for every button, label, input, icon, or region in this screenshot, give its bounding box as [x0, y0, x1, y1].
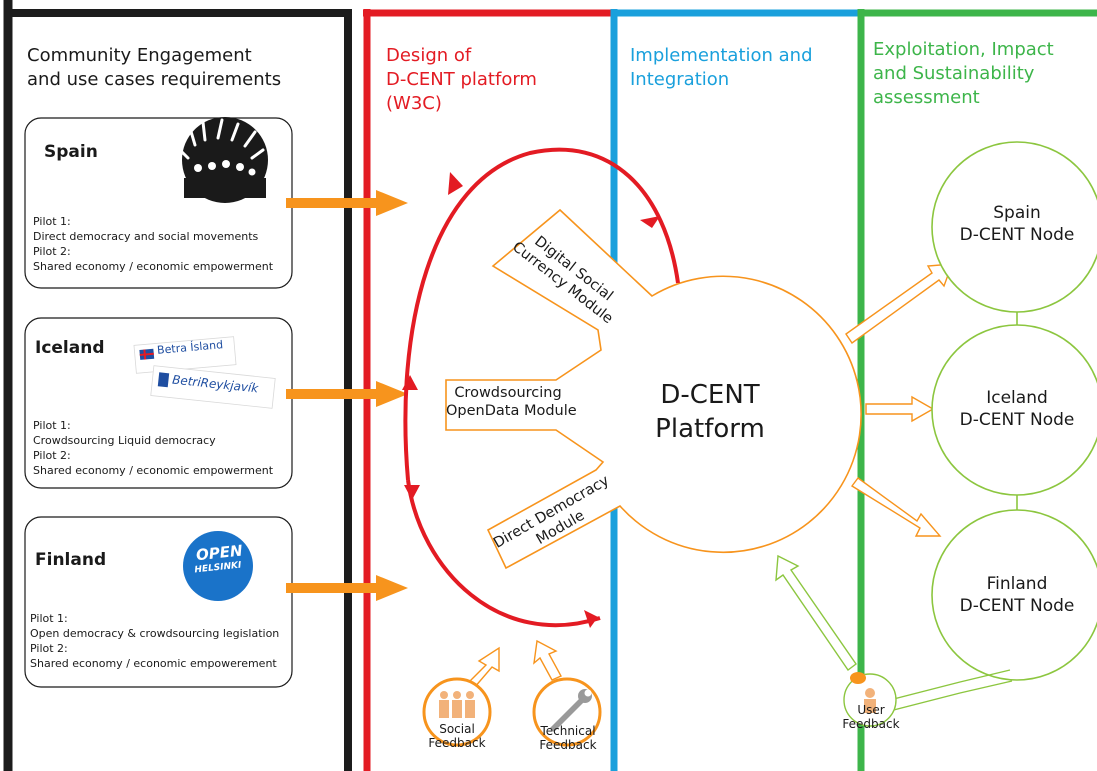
community-header-line-2: and use cases requirements: [27, 69, 282, 90]
iceland-card-title: Iceland: [35, 338, 105, 358]
spain-node-label: Spain D-CENT Node: [932, 202, 1097, 246]
platform-title: D-CENT Platform: [650, 378, 770, 446]
technical-feedback-line-1: Technical: [540, 724, 596, 738]
finland-node-label: Finland D-CENT Node: [932, 573, 1097, 617]
iceland-line-1: Pilot 1:: [33, 419, 71, 432]
exploitation-column-frame: [857, 9, 1097, 771]
iceland-line-3: Pilot 2:: [33, 449, 71, 462]
user-feedback-line-1: User: [857, 703, 885, 717]
finland-card-title: Finland: [35, 550, 107, 570]
user-feedback-line-2: Feedback: [842, 717, 900, 731]
technical-feedback-line-2: Feedback: [539, 738, 597, 752]
finland-card-description: Pilot 1: Open democracy & crowdsourcing …: [30, 611, 279, 671]
crowd-logo-icon: [178, 117, 268, 203]
social-feedback-line-2: Feedback: [428, 736, 486, 750]
design-cycle-arrowheads: [402, 172, 660, 628]
technical-feedback-label: Technical Feedback: [528, 724, 608, 752]
exploitation-header-line-1: Exploitation, Impact: [873, 39, 1054, 60]
iceland-node-line-2: D-CENT Node: [959, 410, 1075, 430]
exploitation-header-line-3: assessment: [873, 87, 980, 108]
platform-title-line-2: Platform: [655, 414, 765, 444]
finland-line-2: Open democracy & crowdsourcing legislati…: [30, 627, 280, 640]
social-feedback-icon: [422, 646, 500, 747]
design-header-line-2: D-CENT platform: [386, 69, 537, 90]
user-feedback-label: User Feedback: [836, 703, 906, 731]
spain-line-1: Pilot 1:: [33, 215, 71, 228]
iceland-node-line-1: Iceland: [986, 388, 1048, 408]
finland-line-3: Pilot 2:: [30, 642, 68, 655]
finland-line-4: Shared economy / economic empowerement: [30, 657, 277, 670]
user-feedback-path: [775, 554, 1013, 727]
technical-feedback-icon: [532, 639, 602, 747]
platform-title-line-1: D-CENT: [660, 380, 760, 410]
crowdsourcing-module-label: Crowdsourcing OpenData Module: [446, 384, 577, 420]
finland-node-line-2: D-CENT Node: [959, 596, 1075, 616]
betri-reykjavik-logo: [150, 365, 276, 409]
iceland-line-4: Shared economy / economic empowerment: [33, 464, 274, 477]
platform-to-nodes-arrows: [845, 263, 954, 537]
social-feedback-label: Social Feedback: [420, 722, 494, 750]
node-circles: [931, 141, 1097, 681]
betra-island-logo: [133, 336, 237, 374]
iceland-line-2: Crowdsourcing Liquid democracy: [33, 434, 216, 447]
crowdsourcing-module-line-1: Crowdsourcing: [454, 385, 562, 401]
design-header-line-3: (W3C): [386, 93, 442, 114]
spain-card-title: Spain: [44, 142, 98, 162]
implementation-header-line-2: Integration: [630, 69, 730, 90]
community-header: Community Engagement and use cases requi…: [27, 44, 281, 92]
crowdsourcing-module-line-2: OpenData Module: [446, 403, 577, 419]
spain-node-line-1: Spain: [993, 203, 1041, 223]
finland-line-1: Pilot 1:: [30, 612, 68, 625]
design-cycle-loop: [403, 147, 680, 628]
spain-card-description: Pilot 1: Direct democracy and social mov…: [33, 214, 273, 274]
iceland-node-label: Iceland D-CENT Node: [932, 387, 1097, 431]
wrench-icon: [550, 689, 592, 732]
open-helsinki-logo: [183, 531, 253, 601]
spain-node-line-2: D-CENT Node: [959, 225, 1075, 245]
implementation-header-line-1: Implementation and: [630, 45, 813, 66]
finland-node-line-1: Finland: [986, 574, 1048, 594]
social-feedback-line-1: Social: [439, 722, 475, 736]
exploitation-header-line-2: and Sustainability: [873, 63, 1035, 84]
spain-line-2: Direct democracy and social movements: [33, 230, 259, 243]
spain-line-4: Shared economy / economic empowerment: [33, 260, 274, 273]
design-header: Design of D-CENT platform (W3C): [386, 44, 537, 116]
exploitation-header: Exploitation, Impact and Sustainability …: [873, 38, 1054, 110]
design-header-line-1: Design of: [386, 45, 472, 66]
community-header-line-1: Community Engagement: [27, 45, 252, 66]
iceland-card-description: Pilot 1: Crowdsourcing Liquid democracy …: [33, 418, 273, 478]
implementation-header: Implementation and Integration: [630, 44, 813, 92]
platform-outline: [445, 208, 862, 570]
card-to-design-arrows: [286, 190, 408, 601]
spain-line-3: Pilot 2:: [33, 245, 71, 258]
